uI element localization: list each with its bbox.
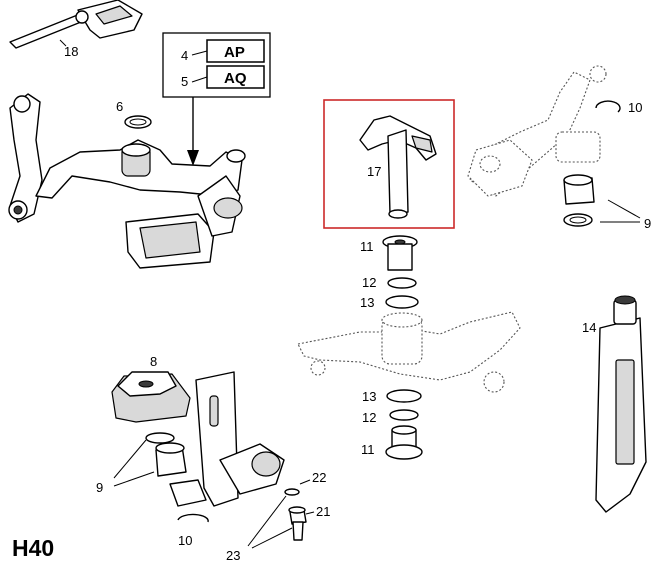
leader-23-b — [251, 527, 293, 549]
legend-box — [162, 32, 271, 166]
part-9-bush-lower[interactable] — [155, 442, 187, 477]
callout-6: 6 — [116, 99, 123, 114]
part-6-ring[interactable] — [124, 115, 152, 129]
leader-23-a — [247, 495, 287, 547]
highlight-box-17 — [323, 99, 455, 229]
legend-code-ap: AP — [224, 44, 245, 61]
callout-13-lower: 13 — [362, 389, 376, 404]
part-18-shift-rod[interactable] — [9, 0, 143, 49]
callout-5: 5 — [181, 74, 188, 89]
callout-11-lower: 11 — [361, 442, 375, 457]
callout-23: 23 — [226, 548, 240, 562]
part-12-washer-lower[interactable] — [389, 409, 419, 421]
part-21-bolt[interactable] — [288, 506, 307, 541]
callout-4: 4 — [181, 48, 188, 63]
callout-17: 17 — [367, 164, 381, 179]
section-code: H40 — [12, 535, 54, 561]
callout-8: 8 — [150, 354, 157, 369]
part-9-bush-upper[interactable] — [563, 174, 595, 227]
leader-18 — [59, 39, 67, 47]
callout-18: 18 — [64, 44, 78, 59]
leader-22 — [299, 479, 311, 485]
callout-12-lower: 12 — [362, 410, 376, 425]
leader-21 — [305, 511, 315, 515]
callout-10-upper: 10 — [628, 100, 642, 115]
callout-21: 21 — [316, 504, 330, 519]
shift-mechanism-lower[interactable] — [169, 371, 285, 507]
part-8-cover[interactable] — [111, 371, 191, 423]
part-11-bush-lower[interactable] — [385, 425, 423, 460]
part-17-clip-pin[interactable] — [359, 115, 437, 219]
callout-14: 14 — [582, 320, 596, 335]
callout-10-lower: 10 — [178, 533, 192, 548]
callout-11-upper: 11 — [360, 239, 374, 254]
selector-lever-ghost[interactable] — [297, 311, 521, 393]
leader-9-lower-a — [113, 439, 147, 479]
part-12-washer-upper[interactable] — [387, 277, 417, 289]
part-10-circlip-upper[interactable] — [595, 100, 621, 113]
leader-9-upper-a — [607, 199, 641, 219]
part-10-circlip-lower[interactable] — [177, 513, 209, 523]
part-22-washer[interactable] — [284, 488, 300, 496]
callout-22: 22 — [312, 470, 326, 485]
shift-bracket-ghost[interactable] — [467, 65, 607, 197]
gear-linkage-assembly[interactable] — [8, 93, 246, 269]
legend-code-aq: AQ — [224, 70, 247, 87]
part-13-ring-upper[interactable] — [385, 295, 419, 309]
leader-9-lower-b — [113, 471, 155, 487]
callout-13-upper: 13 — [360, 295, 374, 310]
callout-9-lower: 9 — [96, 480, 103, 495]
part-11-bush-upper[interactable] — [382, 235, 418, 271]
part-13-ring-lower[interactable] — [386, 389, 422, 403]
part-14-grease-tube[interactable] — [595, 295, 647, 513]
part-9-ring-lower[interactable] — [145, 432, 175, 444]
callout-9-upper: 9 — [644, 216, 651, 231]
callout-12-upper: 12 — [362, 275, 376, 290]
